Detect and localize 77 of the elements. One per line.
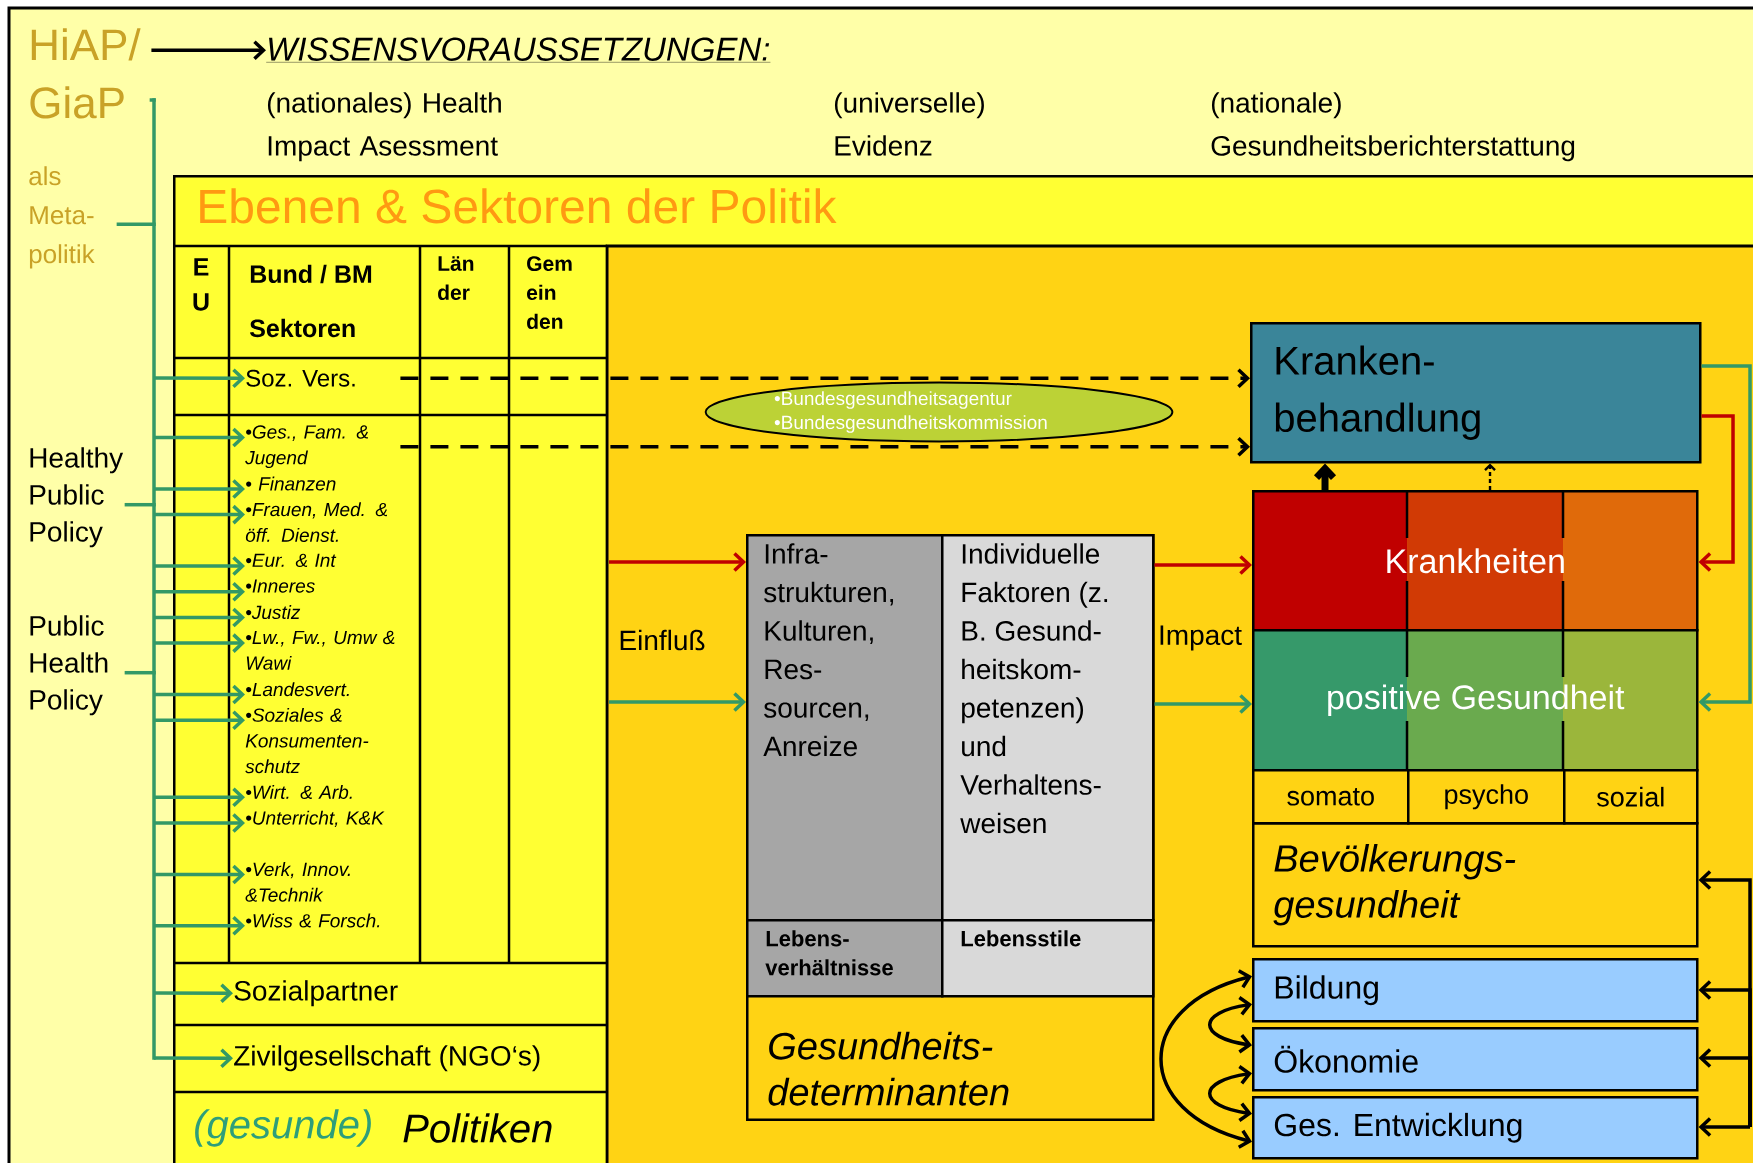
arrow	[1484, 463, 1496, 490]
title-text: HiAP/ GiaP	[30, 28, 141, 119]
arrow	[1154, 694, 1252, 714]
caption-text: (nationale) Gesundheitsberichterstattung	[1211, 92, 1575, 162]
arrow	[609, 552, 746, 572]
column-header: Sektoren	[249, 318, 355, 338]
sector-label: •Verk, Innov. &Technik	[245, 862, 350, 902]
arrow	[154, 864, 245, 885]
arrow	[154, 479, 245, 499]
flow-label: Impact	[1160, 625, 1242, 651]
footer-text: Politiken	[403, 1113, 552, 1143]
table-cell: Lebensstile	[941, 919, 1155, 998]
arrow	[1698, 1117, 1750, 1137]
connector	[152, 98, 156, 1060]
sector-label: •Frauen, Med. & öff. Dienst.	[245, 502, 388, 542]
arrow	[400, 368, 1250, 388]
caption-text: (nationales) Health Impact Asessment	[267, 92, 501, 162]
arrow	[1208, 1065, 1252, 1122]
domain-box: Ges. Entwicklung	[1252, 1096, 1699, 1160]
domain-box: Bildung	[1252, 958, 1699, 1023]
domain-box: Ökonomie	[1252, 1027, 1699, 1092]
arrow	[154, 684, 245, 705]
arrow	[154, 916, 245, 936]
table-cell: somato	[1252, 769, 1410, 825]
sector-label: •Unterricht, K&K	[246, 810, 385, 827]
arrow	[1313, 463, 1337, 490]
flow-label: Einfluß	[620, 629, 705, 651]
column-header: Gem ein den	[527, 256, 572, 330]
sector-label: •Justiz	[246, 605, 301, 620]
arrow	[154, 1048, 233, 1068]
sector-label: •Wirt. & Arb.	[246, 785, 352, 799]
table-cell: Lebens- verhältnisse	[746, 919, 944, 998]
sector-label: •Soziales & Konsumenten- schutz	[245, 707, 369, 774]
arrow	[154, 633, 245, 653]
arrow	[154, 983, 233, 1003]
arrow	[151, 40, 266, 60]
sector-label: •Inneres	[246, 579, 315, 593]
footer-text: (gesunde)	[195, 1109, 371, 1147]
sector-label: Sozialpartner	[234, 980, 398, 1007]
arrow	[154, 427, 245, 448]
outcome-band: positive Gesundheit	[1252, 627, 1699, 772]
sector-label: •Wiss & Forsch.	[246, 913, 380, 928]
arrow	[154, 813, 245, 833]
arrow	[154, 787, 245, 808]
column-header: E U	[193, 258, 209, 311]
arrow	[154, 710, 245, 730]
arrow	[1159, 969, 1252, 1149]
sector-label: Soz. Vers.	[246, 369, 355, 387]
arrow	[154, 368, 245, 388]
sector-label: •Ges., Fam. & Jugend	[245, 425, 369, 469]
heading-text: WISSENSVORAUSSETZUNGEN:	[266, 37, 771, 63]
side-label: Healthy Public Policy	[30, 447, 124, 548]
table-cell: psycho	[1407, 769, 1566, 825]
outcome-band: Krankheiten	[1252, 488, 1699, 632]
table-cell: sozial	[1563, 769, 1699, 825]
side-label: Public Health Policy	[30, 615, 108, 716]
sector-label: •Eur. & Int	[246, 553, 337, 568]
arrow	[154, 581, 245, 602]
sector-label: Zivilgesellschaft (NGO‘s)	[234, 1045, 540, 1072]
column-header: Bund / BM	[250, 264, 372, 284]
arrow	[1154, 555, 1252, 575]
caption-text: (universelle) Evidenz	[834, 92, 984, 156]
sector-label: •Lw., Fw., Umw & Wawi	[246, 630, 395, 670]
sector-label: • Finanzen	[246, 476, 336, 491]
arrow	[1698, 414, 1735, 572]
arrow	[400, 436, 1250, 457]
arrow	[154, 556, 245, 576]
column-header: Län der	[438, 256, 474, 300]
arrow	[1698, 1048, 1752, 1127]
arrow	[154, 504, 245, 525]
sector-label: •Landesvert.	[246, 682, 349, 697]
arrow	[609, 692, 746, 712]
treatment-box: Kranken- behandlung	[1250, 322, 1702, 464]
arrow	[154, 607, 245, 628]
arrow	[1698, 364, 1752, 712]
side-label: als Meta- politik	[29, 166, 95, 269]
arrow	[1208, 996, 1252, 1054]
